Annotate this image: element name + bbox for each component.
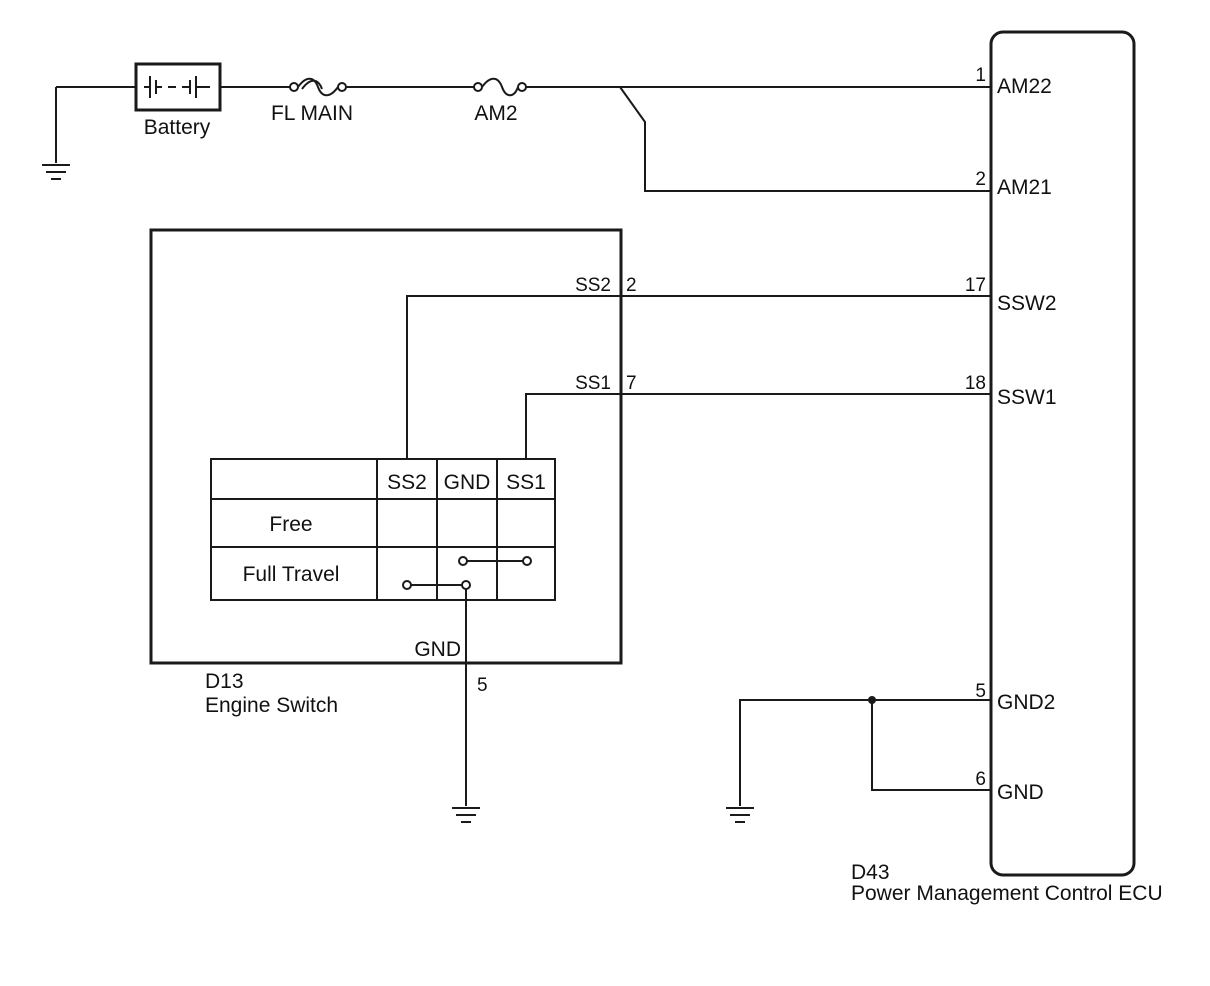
terminal-ss1-pin: 7 xyxy=(626,373,637,394)
terminal-ss1-name: SS1 xyxy=(575,373,611,394)
ecu-terminal-am22: AM22 xyxy=(997,75,1052,98)
ecu-terminal-ssw2: SSW2 xyxy=(997,292,1057,315)
ecu-pin-18: 18 xyxy=(965,373,986,394)
wire-ecu-gnd2 xyxy=(739,699,990,806)
ecu-terminal-am21: AM21 xyxy=(997,176,1052,199)
ecu-terminal-gnd2: GND2 xyxy=(997,691,1055,714)
wire-ss1 xyxy=(525,393,990,459)
fuse-am2-label: AM2 xyxy=(474,102,517,125)
wire-ecu-gnd xyxy=(871,700,990,791)
ecu-box xyxy=(989,30,1136,877)
ecu-pin-6: 6 xyxy=(975,769,986,790)
engine-switch-box xyxy=(149,228,623,665)
terminal-ss2-pin: 2 xyxy=(626,275,637,296)
ecu-pin-1: 1 xyxy=(975,65,986,86)
table-row-full-travel: Full Travel xyxy=(243,563,340,586)
table-row-free: Free xyxy=(269,513,312,536)
ecu-pin-2: 2 xyxy=(975,169,986,190)
wire-am2-to-am21 xyxy=(619,86,990,192)
ecu-name: Power Management Control ECU xyxy=(851,882,1163,905)
battery-label: Battery xyxy=(144,116,211,139)
table-header-ss1: SS1 xyxy=(506,471,546,494)
junction-dot xyxy=(868,696,876,704)
ecu-pin-17: 17 xyxy=(965,275,986,296)
battery-symbol xyxy=(134,62,222,112)
ground-symbol-battery xyxy=(42,87,70,180)
ground-symbol-ecu xyxy=(726,807,754,823)
continuity-marks xyxy=(402,556,532,590)
ecu-terminal-ssw1: SSW1 xyxy=(997,386,1057,409)
fuse-am2-symbol xyxy=(473,77,527,97)
table-header-ss2: SS2 xyxy=(387,471,427,494)
fuse-fl-main-label: FL MAIN xyxy=(271,102,353,125)
terminal-ss2-name: SS2 xyxy=(575,275,611,296)
terminal-gnd-name: GND xyxy=(414,638,461,661)
engine-switch-code: D13 xyxy=(205,670,244,693)
wire-ss2 xyxy=(406,295,990,459)
engine-switch-name: Engine Switch xyxy=(205,694,338,717)
ground-symbol-switch xyxy=(452,807,480,823)
switch-table xyxy=(210,458,556,601)
ecu-code: D43 xyxy=(851,861,890,884)
terminal-gnd-pin: 5 xyxy=(477,675,488,696)
ecu-terminal-gnd: GND xyxy=(997,781,1044,804)
fuse-fl-main-symbol xyxy=(289,77,347,97)
table-header-gnd: GND xyxy=(444,471,491,494)
ecu-pin-5: 5 xyxy=(975,681,986,702)
